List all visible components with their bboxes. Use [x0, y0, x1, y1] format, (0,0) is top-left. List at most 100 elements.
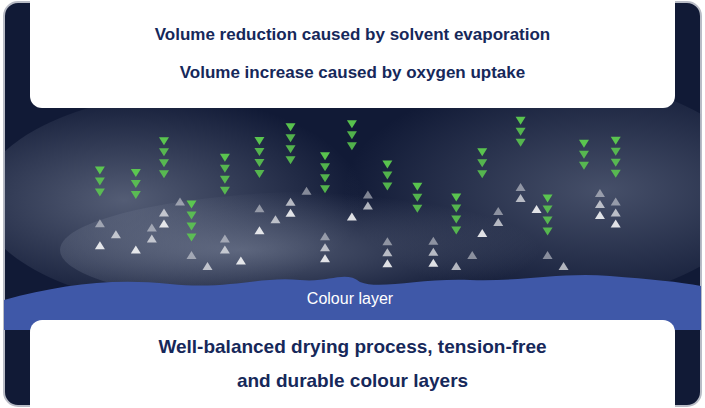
oxygen-triangle: [175, 197, 185, 205]
top-panel: Volume reduction caused by solvent evapo…: [30, 0, 675, 108]
oxygen-triangle: [320, 243, 330, 251]
solvent-triangle: [412, 183, 422, 191]
solvent-triangle: [543, 217, 553, 225]
solvent-triangle: [131, 191, 141, 199]
solvent-triangle: [543, 195, 553, 203]
arrow-triangles: [95, 117, 621, 270]
solvent-triangle: [187, 201, 197, 209]
oxygen-triangle: [220, 246, 230, 254]
solvent-triangle: [382, 161, 392, 169]
solvent-triangle: [543, 206, 553, 214]
solvent-triangle: [516, 128, 526, 136]
oxygen-triangle: [428, 248, 438, 256]
solvent-triangle: [159, 159, 169, 167]
layer-label: Colour layer: [307, 290, 393, 308]
oxygen-triangle: [254, 204, 264, 212]
oxygen-triangle: [595, 189, 605, 197]
panel-text: Volume increase caused by oxygen uptake: [180, 63, 526, 83]
solvent-triangle: [516, 139, 526, 147]
oxygen-triangle: [595, 211, 605, 219]
solvent-triangle: [477, 159, 487, 167]
solvent-triangle: [95, 188, 105, 196]
oxygen-triangle: [493, 207, 503, 215]
solvent-triangle: [579, 140, 589, 148]
oxygen-triangle: [95, 241, 105, 249]
oxygen-triangle: [187, 251, 197, 259]
solvent-triangle: [347, 142, 357, 150]
oxygen-triangle: [382, 248, 392, 256]
solvent-triangle: [254, 159, 264, 167]
oxygen-triangle: [467, 251, 477, 259]
solvent-triangle: [286, 123, 296, 131]
solvent-triangle: [159, 137, 169, 145]
oxygen-triangle: [382, 237, 392, 245]
oxygen-triangle: [286, 209, 296, 217]
oxygen-triangle: [254, 226, 264, 234]
bottom-panel: Well-balanced drying process, tension-fr…: [30, 320, 675, 408]
solvent-triangle: [159, 148, 169, 156]
solvent-triangle: [543, 228, 553, 236]
solvent-triangle: [220, 154, 230, 162]
solvent-triangle: [131, 180, 141, 188]
solvent-triangle: [254, 137, 264, 145]
oxygen-triangle: [147, 234, 157, 242]
oxygen-triangle: [595, 200, 605, 208]
solvent-triangle: [320, 152, 330, 160]
oxygen-triangle: [611, 219, 621, 227]
oxygen-triangle: [493, 218, 503, 226]
solvent-triangle: [611, 137, 621, 145]
oxygen-triangle: [516, 194, 526, 202]
oxygen-triangle: [516, 183, 526, 191]
oxygen-triangle: [382, 259, 392, 267]
oxygen-triangle: [220, 235, 230, 243]
solvent-triangle: [516, 117, 526, 125]
oxygen-triangle: [363, 191, 373, 199]
colour-layer: Colour layer: [250, 284, 450, 314]
solvent-triangle: [611, 159, 621, 167]
solvent-triangle: [220, 187, 230, 195]
oxygen-triangle: [559, 262, 569, 270]
oxygen-triangle: [111, 230, 121, 238]
oxygen-triangle: [532, 205, 542, 213]
oxygen-triangle: [428, 237, 438, 245]
solvent-triangle: [95, 177, 105, 185]
solvent-triangle: [451, 204, 461, 212]
oxygen-triangle: [428, 259, 438, 267]
oxygen-triangle: [320, 232, 330, 240]
oxygen-triangle: [203, 262, 213, 270]
solvent-triangle: [412, 205, 422, 213]
oxygen-triangle: [611, 208, 621, 216]
oxygen-triangle: [363, 202, 373, 210]
solvent-triangle: [611, 170, 621, 178]
solvent-triangle: [286, 156, 296, 164]
oxygen-triangle: [347, 213, 357, 221]
solvent-triangle: [451, 226, 461, 234]
panel-text: Well-balanced drying process, tension-fr…: [153, 330, 553, 398]
solvent-triangle: [320, 185, 330, 193]
oxygen-triangle: [131, 245, 141, 253]
oxygen-triangle: [159, 219, 169, 227]
solvent-triangle: [347, 120, 357, 128]
solvent-triangle: [187, 223, 197, 231]
solvent-triangle: [159, 170, 169, 178]
solvent-triangle: [187, 212, 197, 220]
panel-text: Volume reduction caused by solvent evapo…: [155, 25, 551, 45]
solvent-triangle: [320, 174, 330, 182]
oxygen-triangle: [543, 251, 553, 259]
oxygen-triangle: [270, 215, 280, 223]
solvent-triangle: [131, 169, 141, 177]
solvent-triangle: [220, 165, 230, 173]
solvent-triangle: [286, 145, 296, 153]
solvent-triangle: [579, 162, 589, 170]
oxygen-triangle: [95, 219, 105, 227]
oxygen-triangle: [147, 223, 157, 231]
solvent-triangle: [95, 166, 105, 174]
oxygen-triangle: [302, 187, 312, 195]
solvent-triangle: [579, 151, 589, 159]
oxygen-triangle: [611, 197, 621, 205]
solvent-triangle: [412, 194, 422, 202]
oxygen-triangle: [477, 229, 487, 237]
solvent-triangle: [611, 148, 621, 156]
solvent-triangle: [254, 148, 264, 156]
